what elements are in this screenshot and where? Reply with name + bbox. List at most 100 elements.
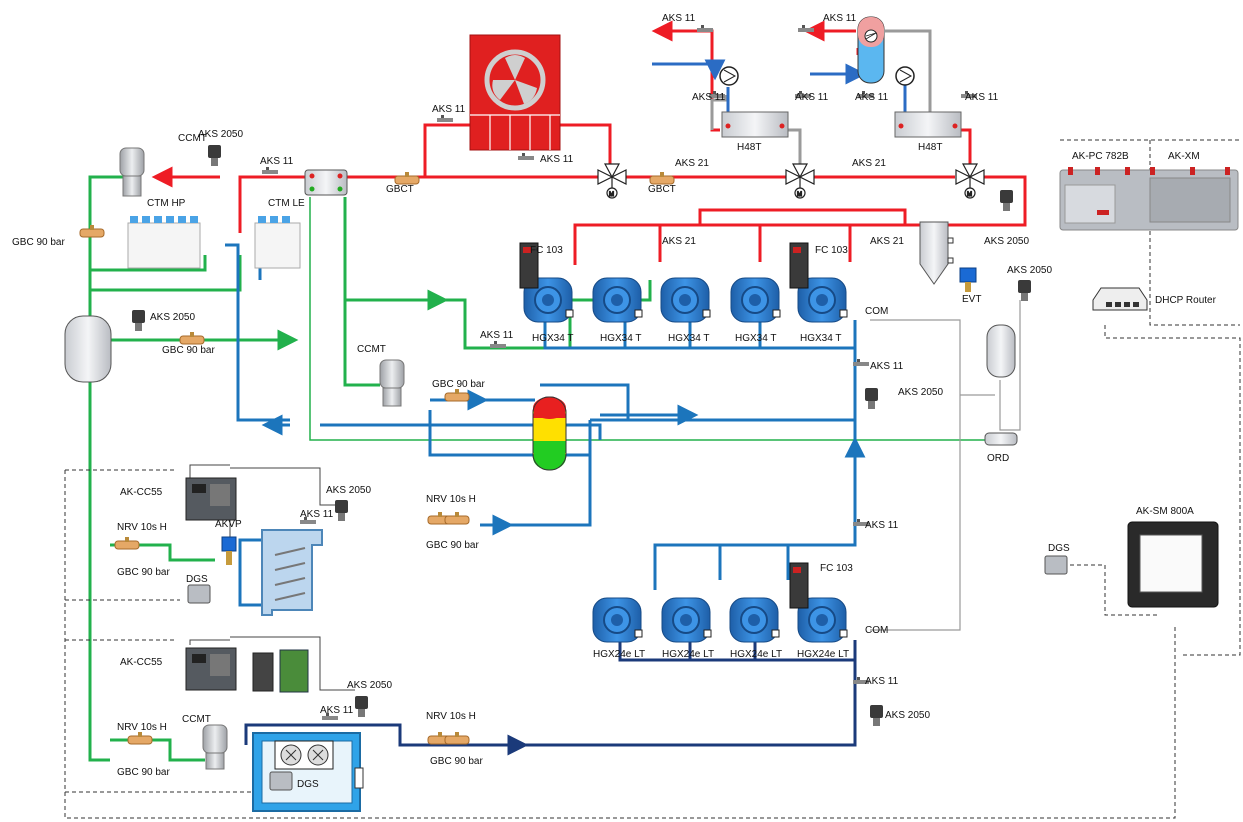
pressure-transmitter-icon xyxy=(355,696,368,717)
label-gbc90: GBC 90 bar xyxy=(162,345,215,356)
label-hgx34t: HGX34 T xyxy=(532,333,574,344)
temperature-sensor-icon xyxy=(798,25,814,32)
label-aks11: AKS 11 xyxy=(865,676,899,687)
compressor-icon xyxy=(730,277,781,323)
label-hgx24elt: HGX24e LT xyxy=(593,649,645,660)
label-ak-pc-782b: AK-PC 782B xyxy=(1072,151,1129,162)
gas-cooler xyxy=(469,34,561,151)
oil-receiver xyxy=(986,324,1016,378)
gas-detector-icon xyxy=(269,771,293,791)
label-akvp: AKVP xyxy=(215,519,242,530)
label-gbct: GBCT xyxy=(648,184,676,195)
label-ccmt: CCMT xyxy=(182,714,211,725)
compressor-icon xyxy=(660,277,711,323)
ord-component xyxy=(984,432,1018,446)
ball-valve-icon xyxy=(444,389,470,402)
svg-text:M: M xyxy=(967,192,972,198)
label-com: COM xyxy=(865,306,888,317)
compressor-icon xyxy=(729,597,780,643)
label-aks11: AKS 11 xyxy=(692,92,726,103)
pressure-transmitter-icon xyxy=(870,705,883,726)
ctm-hp-block xyxy=(127,216,201,269)
label-aks21: AKS 21 xyxy=(675,158,709,169)
label-hgx34t: HGX34 T xyxy=(800,333,842,344)
label-gbc90: GBC 90 bar xyxy=(430,756,483,767)
heat-exchanger xyxy=(304,169,348,196)
ball-valve-icon xyxy=(179,332,205,345)
lt-compressor-rack xyxy=(592,597,848,643)
pressure-transmitter-icon xyxy=(335,500,348,521)
ball-valve-icon xyxy=(394,172,420,185)
label-aks11: AKS 11 xyxy=(795,92,829,103)
label-com: COM xyxy=(865,625,888,636)
label-aks2050: AKS 2050 xyxy=(198,129,243,140)
gas-detector-icon xyxy=(1044,555,1068,575)
mt-compressor-rack xyxy=(523,277,848,323)
label-aks2050: AKS 2050 xyxy=(326,485,371,496)
evt-valve xyxy=(959,267,977,292)
label-ctm-le: CTM LE xyxy=(268,198,305,209)
ball-valve-icon xyxy=(444,732,470,745)
label-hgx24elt: HGX24e LT xyxy=(730,649,782,660)
pump-icon xyxy=(895,66,915,86)
temperature-sensor-icon xyxy=(853,519,869,526)
liquid-separator xyxy=(532,396,567,471)
label-gbc90: GBC 90 bar xyxy=(117,567,170,578)
cold-room-icon xyxy=(252,732,364,812)
temperature-sensor-icon xyxy=(322,713,338,720)
label-ak-cc55: AK-CC55 xyxy=(120,487,163,498)
label-fc103: FC 103 xyxy=(815,245,848,256)
label-aks11: AKS 11 xyxy=(260,156,294,167)
label-dgs: DGS xyxy=(186,574,208,585)
frequency-converter-1 xyxy=(519,242,539,289)
label-ctm-hp: CTM HP xyxy=(147,198,186,209)
ctm-le-block xyxy=(254,216,301,269)
ak-sm-800a-unit xyxy=(1127,521,1219,608)
label-aks21: AKS 21 xyxy=(852,158,886,169)
ccmt-valve-3 xyxy=(202,724,228,770)
label-gbc90: GBC 90 bar xyxy=(12,237,65,248)
label-nrv: NRV 10s H xyxy=(426,711,476,722)
compressor-icon xyxy=(592,277,643,323)
label-dgs: DGS xyxy=(297,779,319,790)
label-dhcp-router: DHCP Router xyxy=(1155,295,1217,306)
label-hgx34t: HGX34 T xyxy=(668,333,710,344)
pressure-transmitter-icon xyxy=(1018,280,1031,301)
label-ak-xm: AK-XM xyxy=(1168,151,1200,162)
label-aks2050: AKS 2050 xyxy=(984,236,1029,247)
label-aks11: AKS 11 xyxy=(662,13,696,24)
compressor-icon xyxy=(797,597,848,643)
controller-icon xyxy=(185,647,309,693)
compressor-icon xyxy=(797,277,848,323)
temperature-sensor-icon xyxy=(437,115,453,122)
label-aks2050: AKS 2050 xyxy=(898,387,943,398)
label-fc103: FC 103 xyxy=(530,245,563,256)
compressor-icon xyxy=(592,597,643,643)
label-gbc90: GBC 90 bar xyxy=(426,540,479,551)
ccmt-valve-2 xyxy=(379,359,405,407)
ball-valve-icon xyxy=(127,732,153,745)
frequency-converter-3 xyxy=(789,562,809,609)
temperature-sensor-icon xyxy=(518,153,534,160)
label-gbct: GBCT xyxy=(386,184,414,195)
pressure-transmitter-icon xyxy=(865,388,878,409)
ball-valve-icon xyxy=(79,225,105,238)
label-aks11: AKS 11 xyxy=(870,361,904,372)
temperature-sensor-icon xyxy=(262,167,278,174)
three-way-valve-icon: M xyxy=(785,163,815,199)
display-case-icon xyxy=(261,529,323,616)
label-aks11: AKS 11 xyxy=(865,520,899,531)
label-hgx24elt: HGX24e LT xyxy=(662,649,714,660)
temperature-sensor-icon xyxy=(300,517,316,524)
receiver-icon xyxy=(64,315,112,383)
label-aks11: AKS 11 xyxy=(855,92,889,103)
akvp-valve xyxy=(221,536,237,565)
label-hgx24elt: HGX24e LT xyxy=(797,649,849,660)
label-gbc90: GBC 90 bar xyxy=(432,379,485,390)
label-dgs: DGS xyxy=(1048,543,1070,554)
plate-heat-exchanger-2 xyxy=(894,111,962,138)
label-aks2050: AKS 2050 xyxy=(885,710,930,721)
label-gbc90: GBC 90 bar xyxy=(117,767,170,778)
temperature-sensor-icon xyxy=(853,359,869,366)
